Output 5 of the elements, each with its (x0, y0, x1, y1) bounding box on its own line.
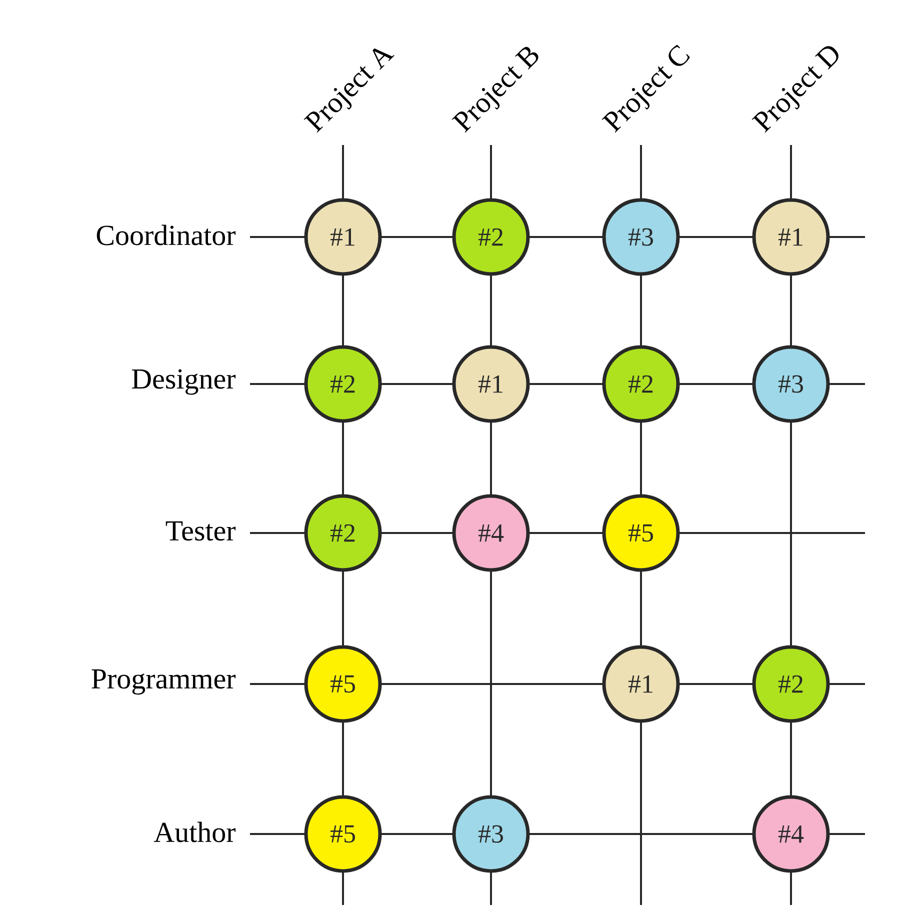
row-label: Author (154, 822, 236, 842)
row-label: Coordinator (96, 224, 236, 246)
row-label: Tester (166, 521, 236, 541)
row-label: Designer (132, 369, 236, 395)
row-label: Programmer (92, 669, 236, 695)
